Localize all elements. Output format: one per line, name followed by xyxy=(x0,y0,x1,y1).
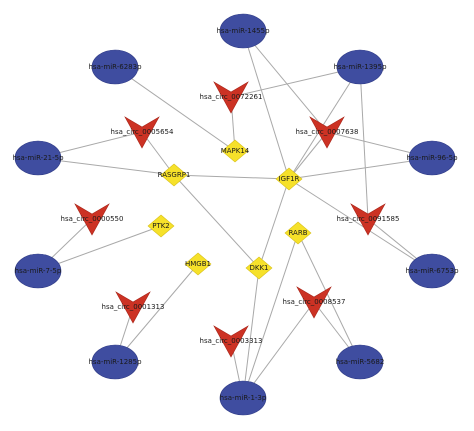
node-label-DKK1: DKK1 xyxy=(249,264,268,272)
edge-mir6283-MAPK14 xyxy=(114,66,236,152)
node-label-RASGRP1: RASGRP1 xyxy=(158,171,191,179)
node-label-mir1285: hsa-miR-1285p xyxy=(88,358,142,366)
circrna-node-circ0001313[interactable]: hsa_circ_0001313 xyxy=(102,291,165,324)
edge-mir1395-IGF1R xyxy=(288,66,361,180)
node-label-mir6753: hsa-miR-6753p xyxy=(405,267,459,275)
node-label-mir6283: hsa-miR-6283p xyxy=(88,63,142,71)
node-label-mir21: hsa-miR-21-5p xyxy=(12,154,64,162)
node-label-mir5682: hsa-miR-5682 xyxy=(336,358,385,366)
gene-diamond-shape xyxy=(284,221,312,245)
edge-IGF1R-RASGRP1 xyxy=(173,174,290,180)
gene-diamond-shape xyxy=(245,256,273,280)
edge-RARB-mir5682 xyxy=(297,232,361,363)
mirna-ellipse-shape xyxy=(91,49,139,85)
nodes-layer: hsa-miR-1455p hsa-miR-6283p hsa-miR-1395p h… xyxy=(12,13,459,416)
edge-DKK1-mir1 xyxy=(242,267,260,399)
circrna-node-circ0007638[interactable]: hsa_circ_0007638 xyxy=(296,116,359,149)
node-label-mir96: hsa-miR-96-5p xyxy=(406,154,458,162)
circrna-node-circ0003313[interactable]: hsa_circ_0003313 xyxy=(200,325,263,358)
mirna-ellipse-shape xyxy=(408,140,456,176)
mirna-ellipse-shape xyxy=(14,140,62,176)
mirna-ellipse-shape xyxy=(336,49,384,85)
mirna-node-mir1285[interactable]: hsa-miR-1285p xyxy=(88,344,142,380)
mirna-ellipse-shape xyxy=(219,380,267,416)
node-label-circ0005654: hsa_circ_0005654 xyxy=(111,128,174,136)
node-label-mir14515: hsa-miR-1455p xyxy=(216,27,270,35)
edge-IGF1R-mir6753 xyxy=(288,178,433,272)
edge-mir14515-circ0007638 xyxy=(242,30,328,133)
circrna-arrowhead-shape xyxy=(74,203,110,236)
circrna-arrowhead-shape xyxy=(309,116,345,149)
mirna-node-mir6283[interactable]: hsa-miR-6283p xyxy=(88,49,142,85)
node-label-mir7: hsa-miR-7-5p xyxy=(15,267,62,275)
edge-RASGRP1-DKK1 xyxy=(173,174,260,269)
mirna-node-mir1395[interactable]: hsa-miR-1395p xyxy=(333,49,387,85)
mirna-node-mir6753[interactable]: hsa-miR-6753p xyxy=(405,253,459,289)
mirna-ellipse-shape xyxy=(219,13,267,49)
edge-IGF1R-mir96 xyxy=(288,157,433,180)
node-label-PTK2: PTK2 xyxy=(152,222,170,230)
circrna-node-circ0000550[interactable]: hsa_circ_0000550 xyxy=(61,203,124,236)
circrna-node-circ0008537[interactable]: hsa_circ_0008537 xyxy=(283,286,346,319)
node-label-circ0001313: hsa_circ_0001313 xyxy=(102,303,165,311)
mirna-node-mir96[interactable]: hsa-miR-96-5p xyxy=(406,140,458,176)
gene-node-IGF1R[interactable]: IGF1R xyxy=(275,167,303,191)
node-label-circ0091585: hsa_circ_0091585 xyxy=(337,215,400,223)
gene-diamond-shape xyxy=(160,163,188,187)
edge-mir1395-circ0091585 xyxy=(359,66,369,220)
circrna-arrowhead-shape xyxy=(213,81,249,114)
circrna-arrowhead-shape xyxy=(124,116,160,149)
edge-HMGB1-mir1285 xyxy=(114,263,199,363)
edge-circ0007638-IGF1R xyxy=(288,131,328,180)
node-label-MAPK14: MAPK14 xyxy=(221,147,250,155)
node-label-HMGB1: HMGB1 xyxy=(185,260,211,268)
node-label-circ0072261: hsa_circ_0072261 xyxy=(200,93,263,101)
gene-diamond-shape xyxy=(147,214,175,238)
circrna-arrowhead-shape xyxy=(350,203,386,236)
edge-circ0008537-mir1 xyxy=(242,301,315,399)
gene-node-DKK1[interactable]: DKK1 xyxy=(245,256,273,280)
node-label-mir1395: hsa-miR-1395p xyxy=(333,63,387,71)
mirna-node-mir5682[interactable]: hsa-miR-5682 xyxy=(336,344,385,380)
circrna-node-circ0005654[interactable]: hsa_circ_0005654 xyxy=(111,116,174,149)
mirna-ellipse-shape xyxy=(336,344,384,380)
node-label-RARB: RARB xyxy=(288,229,307,237)
gene-node-RASGRP1[interactable]: RASGRP1 xyxy=(158,163,191,187)
gene-node-MAPK14[interactable]: MAPK14 xyxy=(221,139,250,163)
gene-node-PTK2[interactable]: PTK2 xyxy=(147,214,175,238)
mirna-ellipse-shape xyxy=(14,253,62,289)
circrna-arrowhead-shape xyxy=(296,286,332,319)
node-label-circ0000550: hsa_circ_0000550 xyxy=(61,215,124,223)
node-label-circ0007638: hsa_circ_0007638 xyxy=(296,128,359,136)
node-label-circ0003313: hsa_circ_0003313 xyxy=(200,337,263,345)
gene-diamond-shape xyxy=(275,167,303,191)
circrna-node-circ0072261[interactable]: hsa_circ_0072261 xyxy=(200,81,263,114)
circrna-node-circ0091585[interactable]: hsa_circ_0091585 xyxy=(337,203,400,236)
circrna-arrowhead-shape xyxy=(213,325,249,358)
edge-IGF1R-DKK1 xyxy=(258,178,290,269)
mirna-node-mir1[interactable]: hsa-miR-1-3p xyxy=(219,380,267,416)
gene-diamond-shape xyxy=(184,252,212,276)
mirna-node-mir21[interactable]: hsa-miR-21-5p xyxy=(12,140,64,176)
edge-circ0005654-RASGRP1 xyxy=(141,131,175,176)
mirna-ellipse-shape xyxy=(408,253,456,289)
node-label-circ0008537: hsa_circ_0008537 xyxy=(283,298,346,306)
edge-mir14515-IGF1R xyxy=(242,30,290,180)
mirna-ellipse-shape xyxy=(91,344,139,380)
edge-RARB-mir1 xyxy=(242,232,299,399)
node-label-IGF1R: IGF1R xyxy=(279,175,300,183)
gene-node-HMGB1[interactable]: HMGB1 xyxy=(184,252,212,276)
circrna-arrowhead-shape xyxy=(115,291,151,324)
mirna-node-mir7[interactable]: hsa-miR-7-5p xyxy=(14,253,62,289)
gene-diamond-shape xyxy=(221,139,249,163)
node-label-mir1: hsa-miR-1-3p xyxy=(220,394,267,402)
gene-node-RARB[interactable]: RARB xyxy=(284,221,312,245)
mirna-node-mir14515[interactable]: hsa-miR-1455p xyxy=(216,13,270,49)
